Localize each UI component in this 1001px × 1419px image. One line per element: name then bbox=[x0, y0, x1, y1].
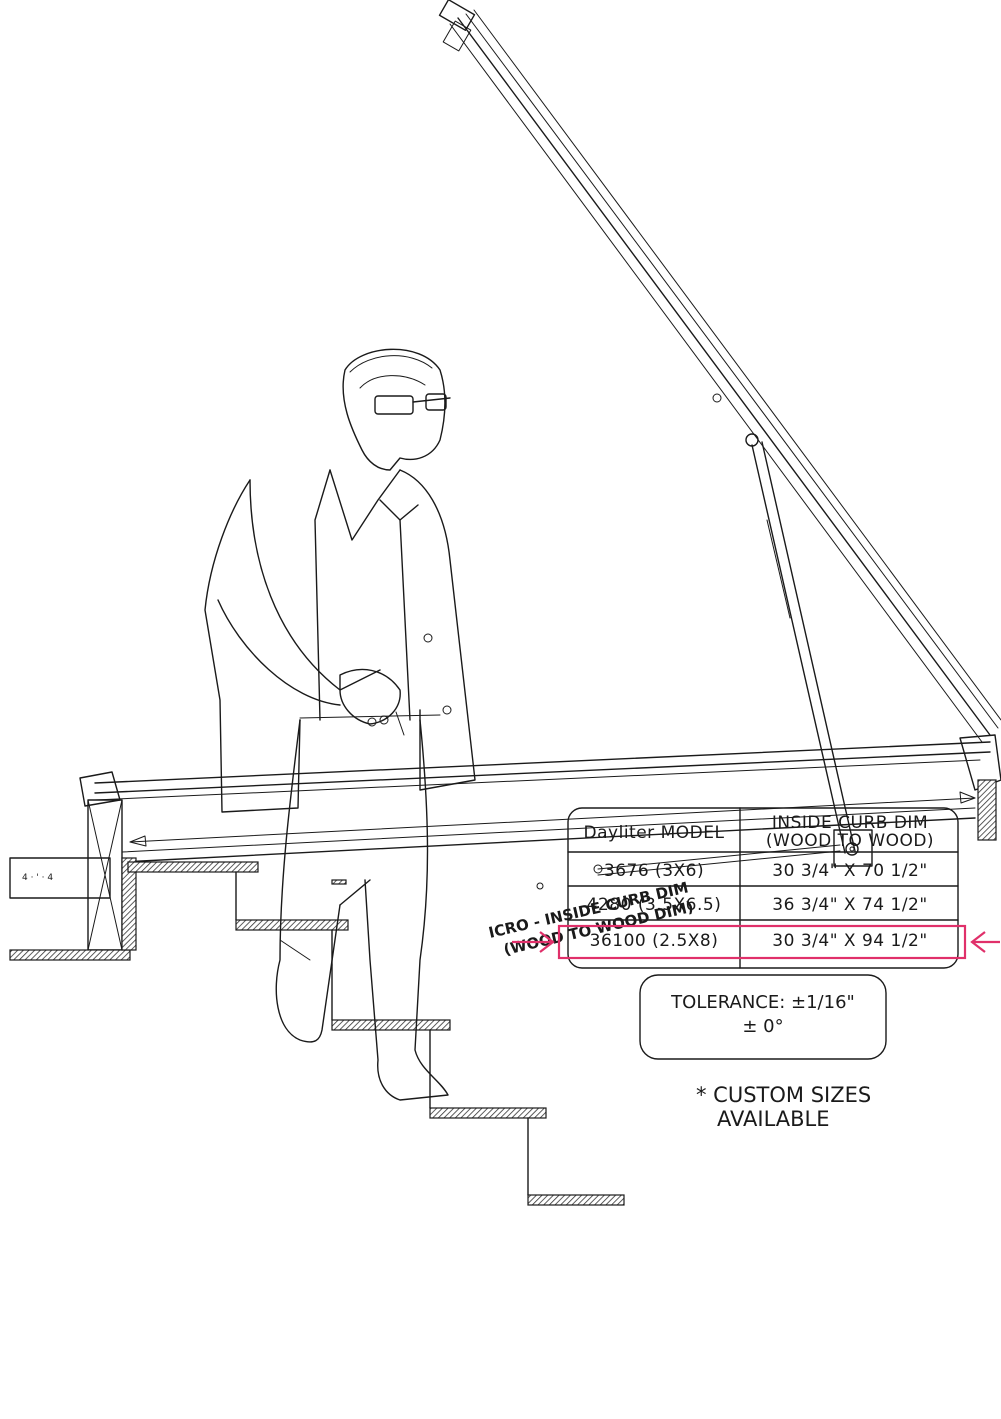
tolerance-box: TOLERANCE: ±1/16" ± 0° bbox=[639, 974, 887, 1060]
tolerance-line2: ± 0° bbox=[742, 1016, 783, 1037]
table-header-dim-line1: INSIDE CURB DIM bbox=[772, 813, 928, 833]
note-line2: AVAILABLE bbox=[717, 1107, 830, 1131]
spec-table: Dayliter MODEL INSIDE CURB DIM (WOOD TO … bbox=[567, 807, 959, 969]
table-header-dim-line2: (WOOD TO WOOD) bbox=[766, 831, 934, 851]
table-row-dim: 30 3/4" X 94 1/2" bbox=[772, 931, 927, 951]
dimension-arrow bbox=[129, 791, 976, 847]
highlight-arrow-left bbox=[512, 931, 555, 953]
curb-frame bbox=[79, 734, 1001, 890]
person-figure bbox=[204, 348, 476, 1101]
highlight-arrow-right bbox=[970, 931, 1000, 953]
table-row-dim: 30 3/4" X 70 1/2" bbox=[772, 861, 927, 881]
table-row-dim: 36 3/4" X 74 1/2" bbox=[772, 895, 927, 915]
open-sash-panel bbox=[438, 0, 1001, 743]
floor-slab: 4 · ' · 4 bbox=[9, 799, 137, 961]
note-line1: * CUSTOM SIZES bbox=[696, 1083, 871, 1107]
table-row-model: 3676 (3X6) bbox=[604, 861, 704, 881]
svg-text:4 · ' · 4: 4 · ' · 4 bbox=[22, 873, 53, 883]
staircase bbox=[127, 861, 625, 1206]
table-header-model: Dayliter MODEL bbox=[584, 823, 725, 843]
gas-strut bbox=[751, 441, 873, 867]
custom-sizes-note: * CUSTOM SIZES AVAILABLE bbox=[696, 1083, 871, 1131]
tolerance-line1: TOLERANCE: ±1/16" bbox=[670, 992, 855, 1013]
highlight-box bbox=[512, 924, 1000, 960]
table-row-model: 36100 (2.5X8) bbox=[590, 931, 719, 951]
table-row-model: 4280 (3.5X6.5) bbox=[587, 895, 722, 915]
